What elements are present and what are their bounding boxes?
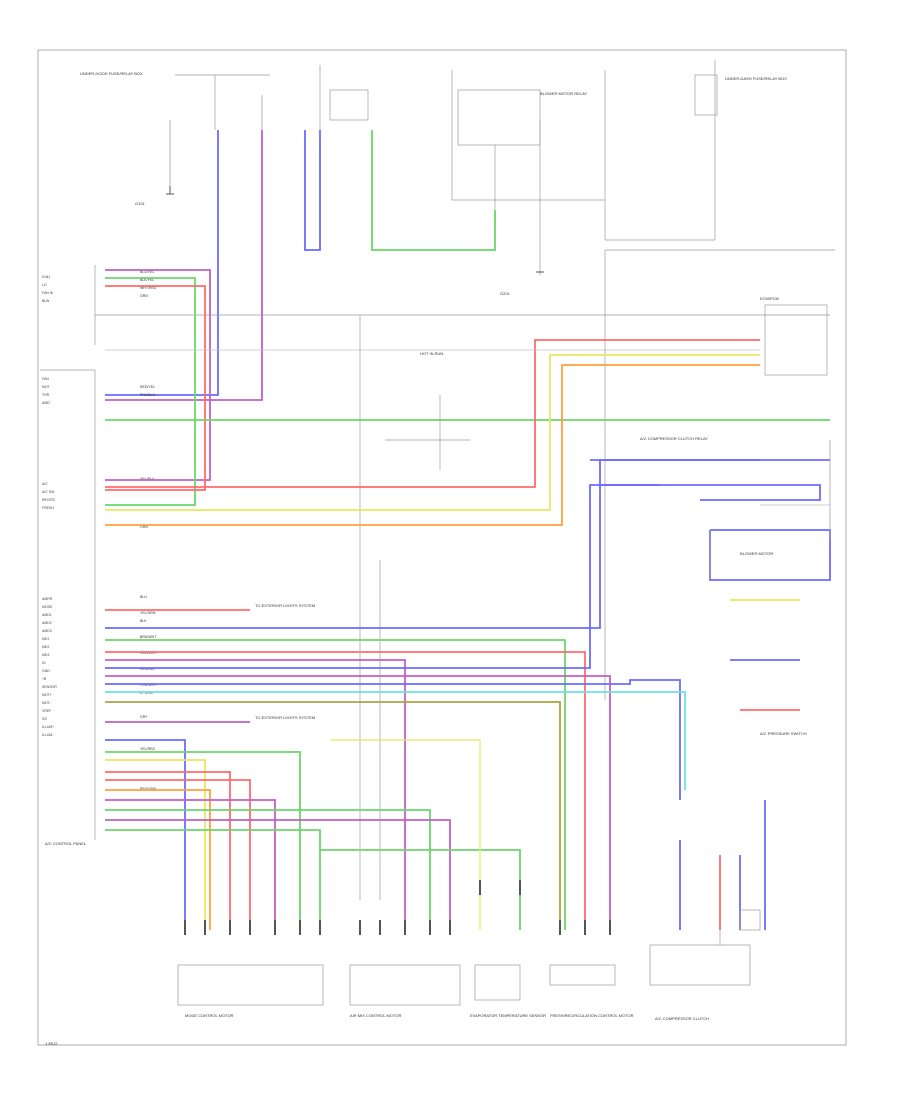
pin-label: ILLUM+ [42, 725, 54, 729]
wire-label: BLK/YEL [140, 278, 154, 282]
fresh-recirc-motor-label: FRESH/RECIRCULATION CONTROL MOTOR [550, 1013, 634, 1018]
control-panel-blocks [40, 265, 830, 900]
pin-label: LG [42, 283, 47, 287]
air-mix-motor-label: AIR MIX CONTROL MOTOR [350, 1013, 401, 1018]
pin-label: BLW [42, 299, 50, 303]
wire-label: PUR/WHT [140, 683, 157, 687]
wire-label: BRN/WHT [140, 635, 157, 639]
page-code: 1.8SJ2 [45, 1041, 58, 1046]
pin-label: FAN HI [42, 291, 53, 295]
pin-label: A/C SW [42, 490, 55, 494]
compressor-relay-label: A/C COMPRESSOR CLUTCH RELAY [640, 436, 708, 441]
air-mix-motor-box [349, 964, 461, 1006]
pin-label: IGN1 [42, 275, 50, 279]
top-power-section [169, 60, 835, 700]
pin-label: AMRR [42, 597, 53, 601]
pin-label: ILLUM- [42, 733, 54, 737]
pin-label: VREF [42, 709, 51, 713]
underhood-fuse-label: UNDER-HOOD FUSE/RELAY BOX [80, 71, 143, 76]
wire-label: PNK/BLU [140, 393, 155, 397]
pin-label: AMD [42, 401, 50, 405]
evaporator-sensor-label: EVAPORATOR TEMPERATURE SENSOR [470, 1013, 546, 1018]
wire-label: BLU/YEL [140, 270, 154, 274]
pin-label: IG [42, 661, 46, 665]
to-exterior-lights-label: TO EXTERIOR LIGHTS SYSTEM [255, 603, 315, 608]
diagram-frame [37, 49, 847, 1046]
wire-label: GRN [140, 294, 148, 298]
connector-stubs [184, 880, 611, 935]
pin-label: A/C [42, 482, 48, 486]
pin-label: SENSOR [42, 685, 57, 689]
pin-label: AMD1 [42, 613, 52, 617]
control-panel-label: A/C CONTROL PANEL [45, 841, 87, 846]
wire-label: YEL/RED [140, 747, 155, 751]
wire-label: GRY [140, 715, 148, 719]
recirc-motor-box [549, 964, 616, 986]
pin-label: +B [42, 677, 47, 681]
right-components [385, 304, 831, 986]
wire-label: RED/BLK [140, 667, 156, 671]
wire-label: BLU [140, 595, 147, 599]
pin-label: MOT [42, 385, 51, 389]
ground-g101-label: G101 [135, 201, 146, 206]
pin-label: AMD3 [42, 629, 52, 633]
pin-label: MD1 [42, 637, 49, 641]
pin-label: MODE [42, 605, 53, 609]
wire-color-labels: BLU/YEL BLK/YEL WHT/RED GRN RED/YEL PNK/… [140, 270, 158, 791]
pin-label: AMD2 [42, 621, 52, 625]
bottom-motor-boxes [177, 964, 616, 1006]
pin-label: MD3 [42, 653, 49, 657]
wire-label: RED/YEL [140, 385, 155, 389]
wire-label: YEL/BLU [140, 477, 155, 481]
pin-label: MD2 [42, 645, 49, 649]
panel-pin-labels: IGN1 LG FAN HI BLW FAN MOT THR AMD A/C A… [42, 275, 57, 737]
to-exterior-lights-label-2: TO EXTERIOR LIGHTS SYSTEM [255, 715, 315, 720]
under-dash-fuse-label: UNDER-DASH FUSE/RELAY BOX [725, 76, 787, 81]
pin-label: SG [42, 717, 47, 721]
pin-label: MOT+ [42, 693, 52, 697]
wire-label: GRN/WHT [140, 651, 158, 655]
wire-label: BLK [140, 619, 147, 623]
blower-relay-label: BLOWER MOTOR RELAY [540, 91, 588, 96]
pin-label: FRESH [42, 506, 54, 510]
ecm-pcm-label: ECM/PCM [760, 296, 779, 301]
pin-label: MOT- [42, 701, 52, 705]
mode-motor-label: MODE CONTROL MOTOR [185, 1013, 234, 1018]
hot-in-run-label: HOT IN RUN [420, 351, 443, 356]
wire-label: LT GRN [140, 691, 153, 695]
blower-motor-label: BLOWER MOTOR [740, 551, 773, 556]
wire-label: YEL/GRN [140, 611, 156, 615]
pin-label: FAN [42, 377, 49, 381]
ac-pressure-switch-label: A/C PRESSURE SWITCH [760, 731, 807, 736]
ground-g201-label: G201 [500, 291, 511, 296]
ground-symbol [166, 186, 544, 273]
pin-label: GND [42, 669, 50, 673]
wire-label: RED/GRN [140, 787, 157, 791]
wire-label: WHT/RED [140, 286, 157, 290]
top-colored-wires [105, 130, 496, 401]
pin-label: THR [42, 393, 50, 397]
wire-label: ORN [140, 525, 148, 529]
mode-motor-box [177, 964, 324, 1006]
compressor-clutch-label: A/C COMPRESSOR CLUTCH [655, 1016, 709, 1021]
evaporator-sensor-box [474, 964, 521, 1001]
pin-label: RECIRC [42, 498, 56, 502]
panel-colored-wires [105, 269, 830, 930]
